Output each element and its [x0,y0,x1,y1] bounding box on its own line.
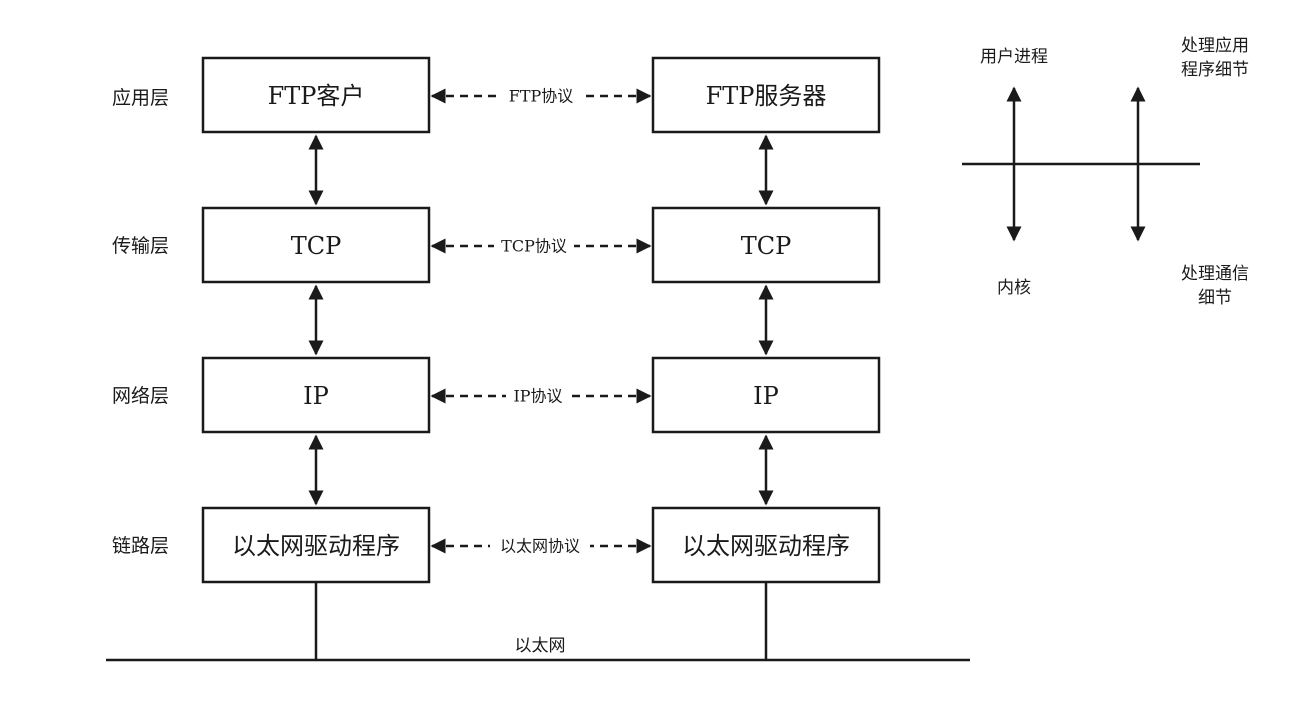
layer-label-network: 网络层 [112,385,169,407]
right-box-tcp: TCP [651,206,881,284]
legend-app-details-line1: 处理应用 [1181,36,1249,56]
right-box-ip-label: IP [753,382,779,410]
protocol-arrow-ethernet: 以太网协议 [430,536,652,556]
left-box-ftp-client-label: FTP客户 [268,82,365,110]
legend-app-details-line2: 程序细节 [1181,60,1249,80]
ethernet-bus-label: 以太网 [515,636,566,656]
left-box-ftp-client: FTP客户 [201,56,431,134]
legend-comm-details-line1: 处理通信 [1181,264,1249,284]
legend-kernel: 内核 [997,278,1031,298]
protocol-arrow-ip: IP协议 [430,386,652,406]
left-box-ip: IP [201,356,431,434]
protocol-label-ftp: FTP协议 [509,87,574,106]
protocol-arrow-ftp: FTP协议 [430,86,652,106]
right-box-ftp-server-label: FTP服务器 [706,82,827,110]
left-box-ethernet-driver: 以太网驱动程序 [201,506,431,584]
protocol-label-ethernet: 以太网协议 [500,537,580,556]
layer-label-application: 应用层 [112,87,169,109]
left-box-tcp-label: TCP [291,232,342,260]
layer-label-link: 链路层 [112,535,169,557]
protocol-arrow-tcp: TCP协议 [430,236,652,256]
layer-label-transport: 传输层 [112,235,169,257]
legend: 用户进程 处理应用 程序细节 内核 处理通信 细节 [962,36,1249,308]
right-box-tcp-label: TCP [741,232,792,260]
right-box-ip: IP [651,356,881,434]
protocol-label-ip: IP协议 [513,387,562,406]
protocol-label-tcp: TCP协议 [501,237,567,256]
legend-comm-details-line2: 细节 [1198,288,1232,308]
left-box-ethernet-driver-label: 以太网驱动程序 [232,532,400,560]
left-box-tcp: TCP [201,206,431,284]
right-box-ftp-server: FTP服务器 [651,56,881,134]
right-box-ethernet-driver: 以太网驱动程序 [651,506,881,584]
right-box-ethernet-driver-label: 以太网驱动程序 [682,532,850,560]
left-box-ip-label: IP [303,382,329,410]
legend-user-process: 用户进程 [980,47,1048,67]
